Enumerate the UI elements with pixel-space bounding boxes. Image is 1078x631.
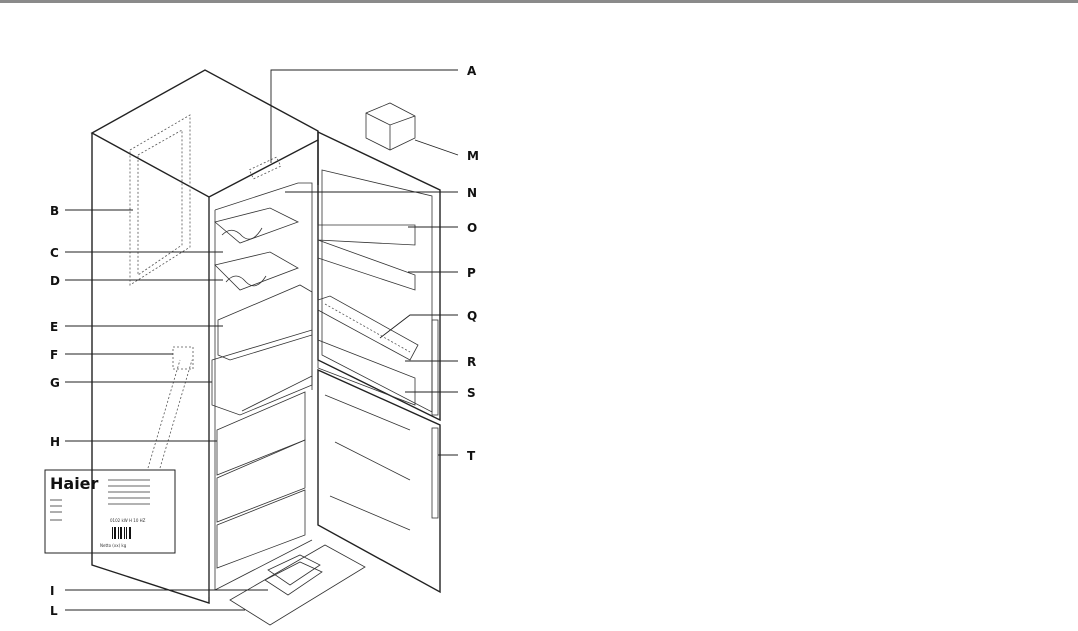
label-R: R: [467, 355, 476, 369]
label-M: M: [467, 149, 479, 163]
label-P: P: [467, 266, 476, 280]
rating-plate-weight: Netto (xx) kg: [100, 543, 127, 548]
label-Q: Q: [467, 309, 477, 323]
rating-plate-model: 0102 kW H 10 HZ: [110, 518, 146, 523]
label-C: C: [50, 246, 59, 260]
rating-plate-brand: Haier: [50, 474, 99, 493]
label-B: B: [50, 204, 59, 218]
label-D: D: [50, 274, 60, 288]
label-I: I: [50, 584, 54, 598]
label-F: F: [50, 348, 58, 362]
label-L: L: [50, 604, 58, 618]
barcode: [112, 527, 131, 539]
label-G: G: [50, 376, 60, 390]
rating-plate: Haier 0102 kW H 10 HZ Netto (xx) kg: [44, 359, 193, 554]
label-S: S: [467, 386, 476, 400]
label-T: T: [467, 449, 476, 463]
leader-lines: [65, 69, 459, 611]
callout-labels: A B C D E F G H I L M N O P Q R S T: [50, 64, 479, 618]
label-A: A: [467, 64, 477, 78]
label-N: N: [467, 186, 477, 200]
label-E: E: [50, 320, 58, 334]
fridge-body: [90, 69, 441, 626]
label-O: O: [467, 221, 477, 235]
label-H: H: [50, 435, 60, 449]
top-rule: [0, 0, 1078, 3]
